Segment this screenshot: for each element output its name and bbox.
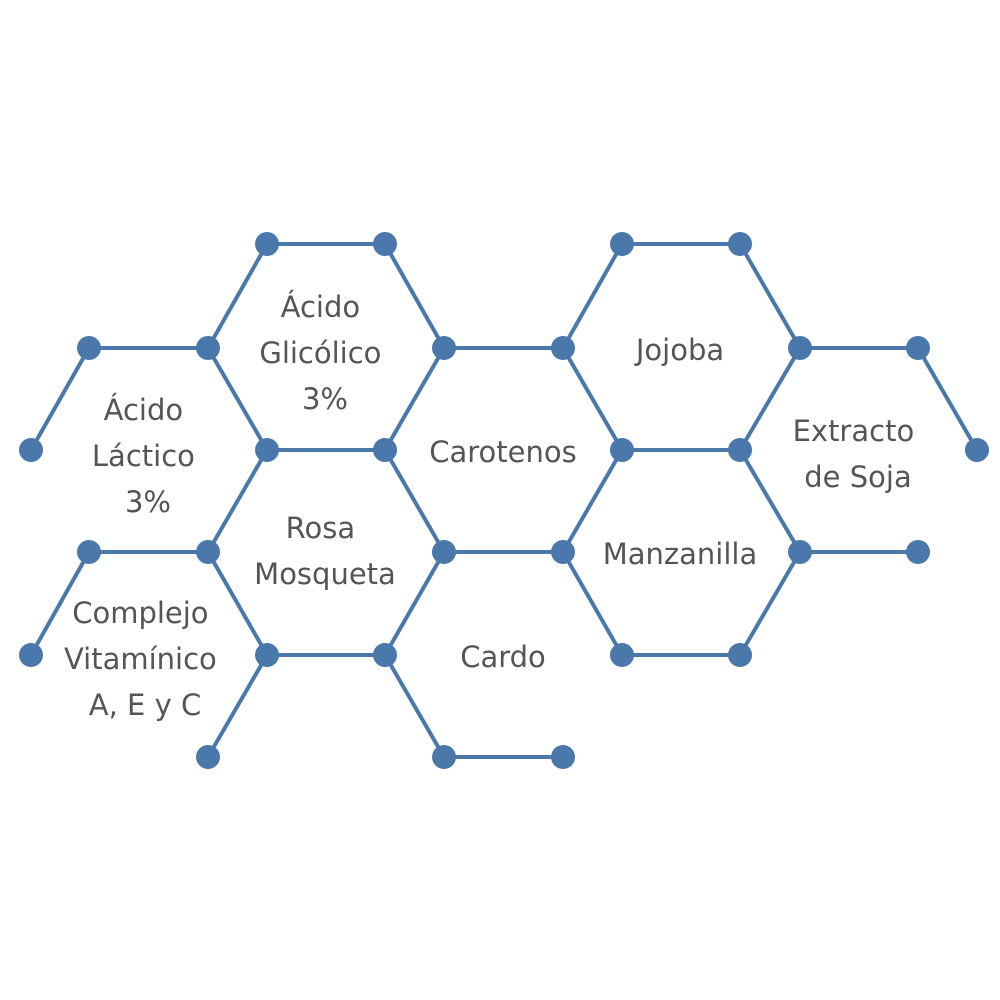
hex-node-dot bbox=[610, 438, 634, 462]
hex-node-dot bbox=[788, 540, 812, 564]
label-acido-lactico: Ácido Láctico 3% bbox=[92, 393, 204, 519]
hex-edge bbox=[206, 448, 269, 554]
label-carotenos: Carotenos bbox=[429, 435, 577, 469]
hex-edge bbox=[738, 346, 802, 452]
hexagon-nodes bbox=[19, 232, 989, 769]
hex-edge bbox=[738, 448, 802, 554]
hex-edge bbox=[738, 550, 802, 657]
hex-node-dot bbox=[610, 232, 634, 256]
label-jojoba: Jojoba bbox=[634, 333, 724, 367]
hex-node-dot bbox=[196, 540, 220, 564]
hex-node-dot bbox=[965, 438, 989, 462]
label-rosa-mosqueta: Rosa Mosqueta bbox=[254, 511, 396, 591]
hex-node-dot bbox=[432, 745, 456, 769]
hex-edge bbox=[383, 550, 446, 657]
hex-node-dot bbox=[373, 232, 397, 256]
hex-node-dot bbox=[255, 643, 279, 667]
hex-node-dot bbox=[551, 336, 575, 360]
hex-node-dot bbox=[373, 643, 397, 667]
hex-node-dot bbox=[788, 336, 812, 360]
hex-node-dot bbox=[728, 438, 752, 462]
hex-edge bbox=[206, 653, 269, 759]
hex-node-dot bbox=[196, 336, 220, 360]
hex-edge bbox=[29, 346, 91, 452]
hex-edge bbox=[561, 448, 624, 554]
hex-node-dot bbox=[906, 336, 930, 360]
label-cardo: Cardo bbox=[460, 640, 546, 674]
hex-node-dot bbox=[255, 232, 279, 256]
hex-edge bbox=[206, 346, 269, 452]
hex-node-dot bbox=[551, 540, 575, 564]
hex-node-dot bbox=[255, 438, 279, 462]
hex-node-dot bbox=[373, 438, 397, 462]
label-manzanilla: Manzanilla bbox=[603, 537, 758, 571]
hex-edge bbox=[29, 550, 91, 657]
hex-edge bbox=[916, 346, 979, 452]
hex-node-dot bbox=[19, 643, 43, 667]
hex-node-dot bbox=[610, 643, 634, 667]
hex-node-dot bbox=[432, 336, 456, 360]
hex-node-dot bbox=[432, 540, 456, 564]
hex-edge bbox=[206, 550, 269, 657]
hex-edge bbox=[383, 242, 446, 350]
hex-node-dot bbox=[77, 336, 101, 360]
label-acido-glicolico: Ácido Glicólico 3% bbox=[259, 290, 390, 416]
hex-edge bbox=[206, 242, 269, 350]
hex-edge bbox=[561, 242, 624, 350]
hex-node-dot bbox=[906, 540, 930, 564]
hex-edge bbox=[383, 448, 446, 554]
hexagon-labels: Ácido Glicólico 3% Ácido Láctico 3% Caro… bbox=[64, 290, 924, 722]
hex-node-dot bbox=[19, 438, 43, 462]
label-extracto-soja: Extracto de Soja bbox=[793, 414, 924, 494]
hex-node-dot bbox=[77, 540, 101, 564]
hex-node-dot bbox=[551, 745, 575, 769]
hexagon-edges bbox=[29, 242, 979, 759]
label-complejo-vitaminico: Complejo Vitamínico A, E y C bbox=[64, 596, 226, 722]
hex-edge bbox=[738, 242, 802, 350]
hex-node-dot bbox=[728, 232, 752, 256]
hex-node-dot bbox=[196, 745, 220, 769]
hex-edge bbox=[561, 550, 624, 657]
hex-node-dot bbox=[728, 643, 752, 667]
hex-edge bbox=[383, 346, 446, 452]
hex-edge bbox=[561, 346, 624, 452]
hex-edge bbox=[383, 653, 446, 759]
